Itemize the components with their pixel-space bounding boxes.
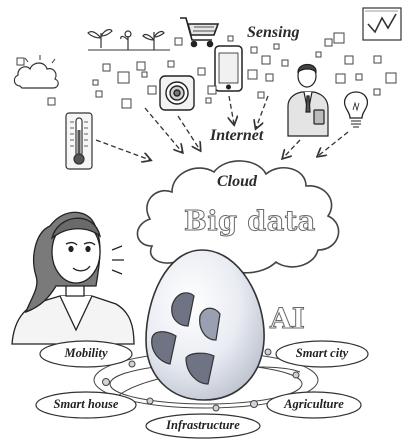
domain-label-agriculture: Agriculture [284,397,344,411]
data-squares [16,32,397,109]
label-big-data: Big data [184,206,316,238]
domain-label-smart-city: Smart city [295,346,349,360]
label-internet: Internet [210,127,264,144]
label-sensing: Sensing [247,24,300,41]
label-cloud: Cloud [217,173,258,190]
domain-label-infrastructure: Infrastructure [166,418,240,432]
smartphone-icon [214,45,243,92]
woman-illustration [11,211,135,345]
businessman-icon [287,63,329,137]
sensor-device-icon [159,75,195,111]
label-ai: AI [270,302,306,336]
domain-label-smart-house: Smart house [53,397,119,411]
egg-vents [151,292,221,385]
light-bulb-icon [343,91,369,128]
plant-sprouts-icon [87,28,170,51]
thermometer-icon [65,112,93,170]
line-chart-icon [362,7,402,41]
weather-cloud-icon [13,55,59,89]
shopping-cart-icon [180,17,220,48]
data-flow-arrows [95,95,349,160]
domain-ellipses [35,340,369,439]
domain-label-mobility: Mobility [64,346,108,360]
